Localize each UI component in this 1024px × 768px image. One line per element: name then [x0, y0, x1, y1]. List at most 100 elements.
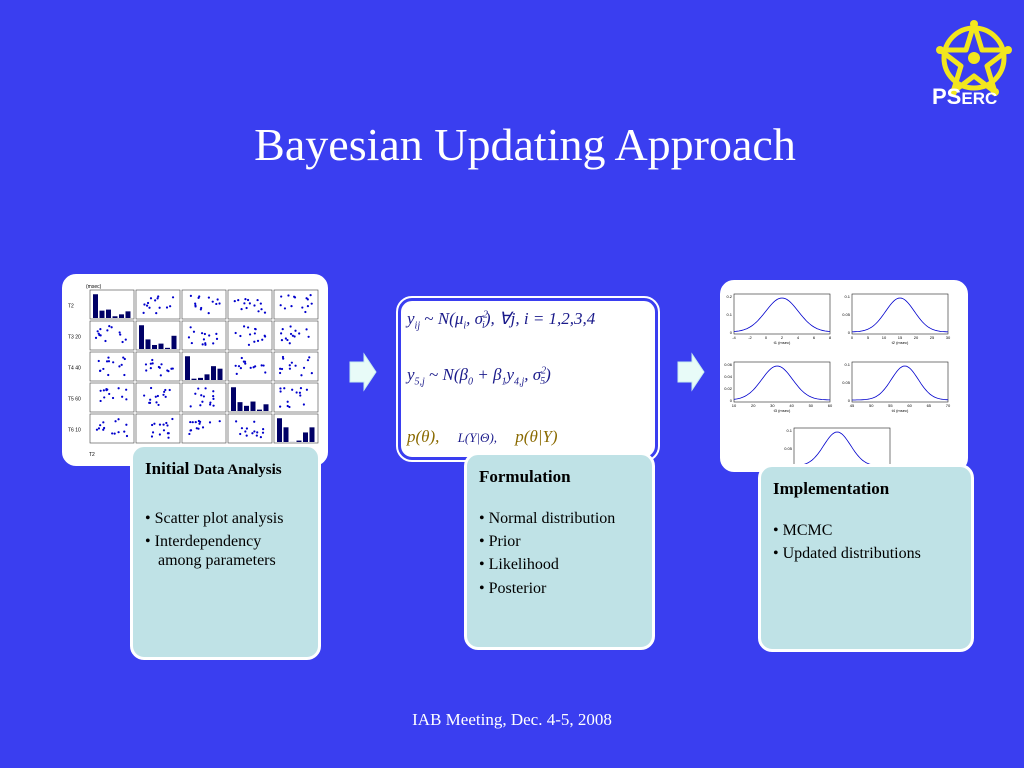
equation-normal: yij ~ N(μi, σ2i), ∀j, i = 1,2,3,4	[407, 309, 596, 332]
scatter-point	[97, 359, 100, 363]
scatter-point	[283, 307, 287, 310]
x-tick-label: -4	[732, 335, 736, 340]
scatter-point	[158, 423, 162, 426]
scatter-point	[211, 300, 214, 303]
scatter-point	[291, 334, 294, 337]
scatter-point	[118, 365, 121, 368]
scatter-point	[295, 391, 298, 394]
list-item: Interdependency among parameters	[145, 532, 308, 570]
x-tick-label: 10	[732, 403, 737, 408]
box-heading: Implementation	[773, 479, 890, 498]
scatter-point	[215, 332, 218, 335]
scatter-point	[144, 363, 148, 366]
scatter-point	[286, 338, 289, 342]
scatter-point	[122, 356, 125, 359]
scatter-point	[194, 421, 197, 424]
scatter-point	[282, 357, 285, 360]
scatter-point	[99, 328, 102, 331]
histogram-bar	[263, 404, 269, 411]
scatter-point	[189, 429, 192, 432]
scatter-point	[194, 305, 197, 308]
scatter-point	[189, 326, 192, 329]
y-tick-label: 0.04	[724, 374, 733, 379]
histogram-bar	[217, 368, 223, 380]
histogram-bar	[93, 294, 98, 318]
scatter-point	[111, 432, 114, 435]
scatter-point	[94, 336, 98, 339]
scatter-point	[200, 306, 203, 310]
scatter-point	[212, 390, 215, 393]
x-tick-label: 20	[914, 335, 919, 340]
scatter-row-label: T4 40	[68, 366, 81, 372]
scatter-point	[99, 399, 102, 403]
scatter-point	[150, 435, 154, 438]
scatter-point	[264, 371, 267, 374]
scatter-point	[299, 387, 303, 390]
scatter-row-label: T5 60	[68, 397, 81, 403]
scatter-point	[234, 364, 237, 367]
scatter-point	[246, 298, 250, 302]
list-item: Posterior	[479, 579, 642, 598]
scatter-point	[251, 432, 254, 435]
scatter-point	[240, 427, 244, 430]
x-tick-label: 6	[813, 335, 816, 340]
scatter-point	[102, 367, 105, 371]
list-item: Likelihood	[479, 555, 642, 574]
x-tick-label: 45	[850, 403, 855, 408]
scatter-point	[263, 311, 267, 314]
scatter-point	[248, 302, 251, 305]
scatter-point	[207, 312, 210, 315]
scatter-point	[162, 423, 165, 426]
scatter-point	[162, 393, 165, 396]
scatter-point	[157, 295, 160, 298]
scatter-cell	[89, 351, 135, 382]
scatter-point	[293, 296, 297, 299]
scatter-point	[245, 306, 248, 310]
x-tick-label: 5	[867, 335, 870, 340]
scatter-point	[280, 332, 283, 335]
density-curve	[851, 297, 949, 333]
scatter-row-label: T2	[68, 304, 74, 310]
scatter-point	[158, 306, 161, 309]
x-tick-label: 60	[828, 403, 833, 408]
implementation-box: Implementation MCMC Updated distribution…	[758, 464, 974, 652]
y-tick-label: 0	[848, 398, 851, 403]
scatter-point	[149, 367, 152, 370]
scatter-point	[262, 364, 265, 367]
scatter-point	[254, 328, 257, 331]
scatter-point	[280, 295, 283, 298]
scatter-row-label: T3 20	[68, 335, 81, 341]
scatter-point	[145, 369, 148, 372]
initial-data-analysis-box: Initial Data Analysis Scatter plot analy…	[130, 444, 321, 660]
scatter-point	[239, 334, 242, 338]
scatter-point	[208, 334, 211, 337]
scatter-point	[189, 420, 192, 424]
x-tick-label: 50	[869, 403, 874, 408]
scatter-point	[187, 336, 191, 339]
scatter-point	[294, 329, 297, 332]
scatter-point	[298, 332, 301, 335]
slide-title: Bayesian Updating Approach	[254, 119, 796, 170]
x-tick-label: 4	[797, 335, 800, 340]
scatter-point	[253, 420, 256, 423]
scatter-point	[279, 390, 282, 393]
scatter-point	[189, 294, 192, 298]
scatter-point	[123, 373, 126, 377]
scatter-point	[233, 300, 236, 303]
y-tick-label: 0.1	[786, 428, 792, 433]
scatter-point	[105, 360, 109, 363]
scatter-point	[307, 335, 310, 338]
scatter-point	[278, 371, 282, 375]
scatter-cell	[227, 289, 273, 320]
scatter-point	[107, 360, 111, 363]
list-item: MCMC	[773, 521, 961, 540]
histogram-bar	[204, 374, 210, 380]
equations-panel: yij ~ N(μi, σ2i), ∀j, i = 1,2,3,4 y5,j ~…	[396, 296, 660, 462]
scatter-point	[287, 294, 290, 297]
scatter-point	[212, 395, 215, 398]
scatter-point	[288, 364, 291, 367]
scatter-point	[166, 424, 169, 427]
scatter-point	[112, 361, 115, 364]
scatter-point	[111, 396, 115, 400]
